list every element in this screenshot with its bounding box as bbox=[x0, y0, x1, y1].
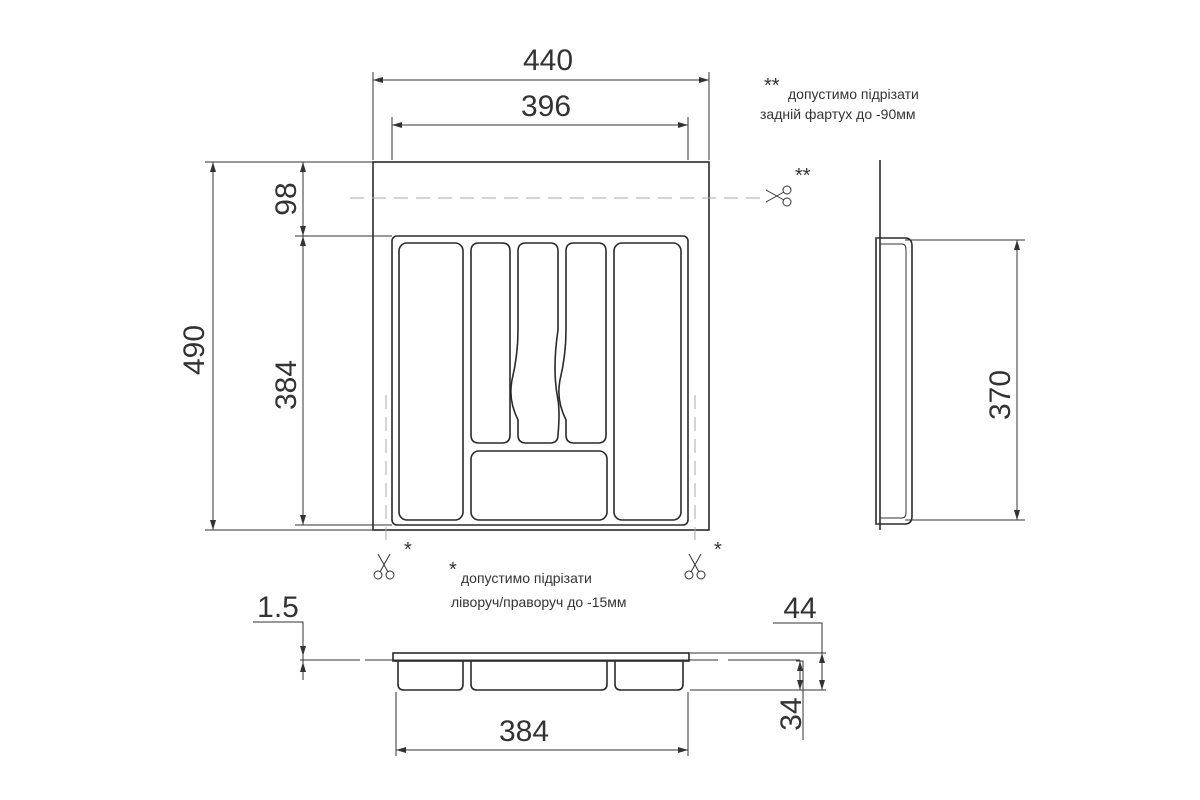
dim-overall-width: 440 bbox=[523, 44, 573, 77]
svg-text:*: * bbox=[449, 559, 457, 581]
scissors-icon bbox=[684, 553, 706, 580]
svg-text:допустимо підрізати: допустимо підрізати bbox=[788, 86, 919, 102]
dim-inner-depth: 384 bbox=[270, 360, 303, 410]
dim-side-depth: 370 bbox=[984, 370, 1017, 420]
compartment-1 bbox=[470, 242, 511, 444]
left-cut-marker: * bbox=[404, 539, 412, 561]
tray-outline bbox=[372, 161, 710, 531]
dim-overall-depth: 490 bbox=[178, 325, 211, 375]
scissors-icon bbox=[765, 185, 792, 207]
compartment-2 bbox=[510, 242, 560, 444]
dim-bottom-width: 384 bbox=[499, 715, 549, 748]
compartment-left bbox=[398, 242, 464, 521]
svg-text:задній фартух до -90мм: задній фартух до -90мм bbox=[760, 106, 916, 122]
back-note: ** допустимо підрізати задній фартух до … bbox=[760, 75, 919, 122]
top-view: ** * * 440 396 490 98 384 bbox=[178, 44, 811, 580]
svg-text:допустимо підрізати: допустимо підрізати bbox=[461, 570, 592, 586]
dim-inner-width: 396 bbox=[521, 90, 571, 123]
compartment-3 bbox=[558, 242, 607, 444]
tray-inner bbox=[391, 235, 689, 526]
dim-rim-thickness: 1.5 bbox=[257, 591, 299, 624]
scissors-icon bbox=[373, 553, 395, 580]
dim-compartment-height: 34 bbox=[775, 697, 808, 730]
compartment-bottom bbox=[470, 450, 608, 521]
front-view: 1.5 44 34 384 bbox=[253, 591, 826, 756]
side-view: 370 bbox=[875, 160, 1025, 530]
svg-text:**: ** bbox=[764, 75, 780, 97]
right-cut-marker: * bbox=[714, 539, 722, 561]
dim-back-apron: 98 bbox=[270, 182, 303, 215]
back-cut-marker: ** bbox=[795, 165, 811, 187]
dim-total-height: 44 bbox=[783, 592, 816, 625]
compartment-right bbox=[613, 242, 682, 521]
svg-text:ліворуч/праворуч до -15мм: ліворуч/праворуч до -15мм bbox=[451, 594, 627, 610]
sides-note: * допустимо підрізати ліворуч/праворуч д… bbox=[449, 559, 627, 610]
